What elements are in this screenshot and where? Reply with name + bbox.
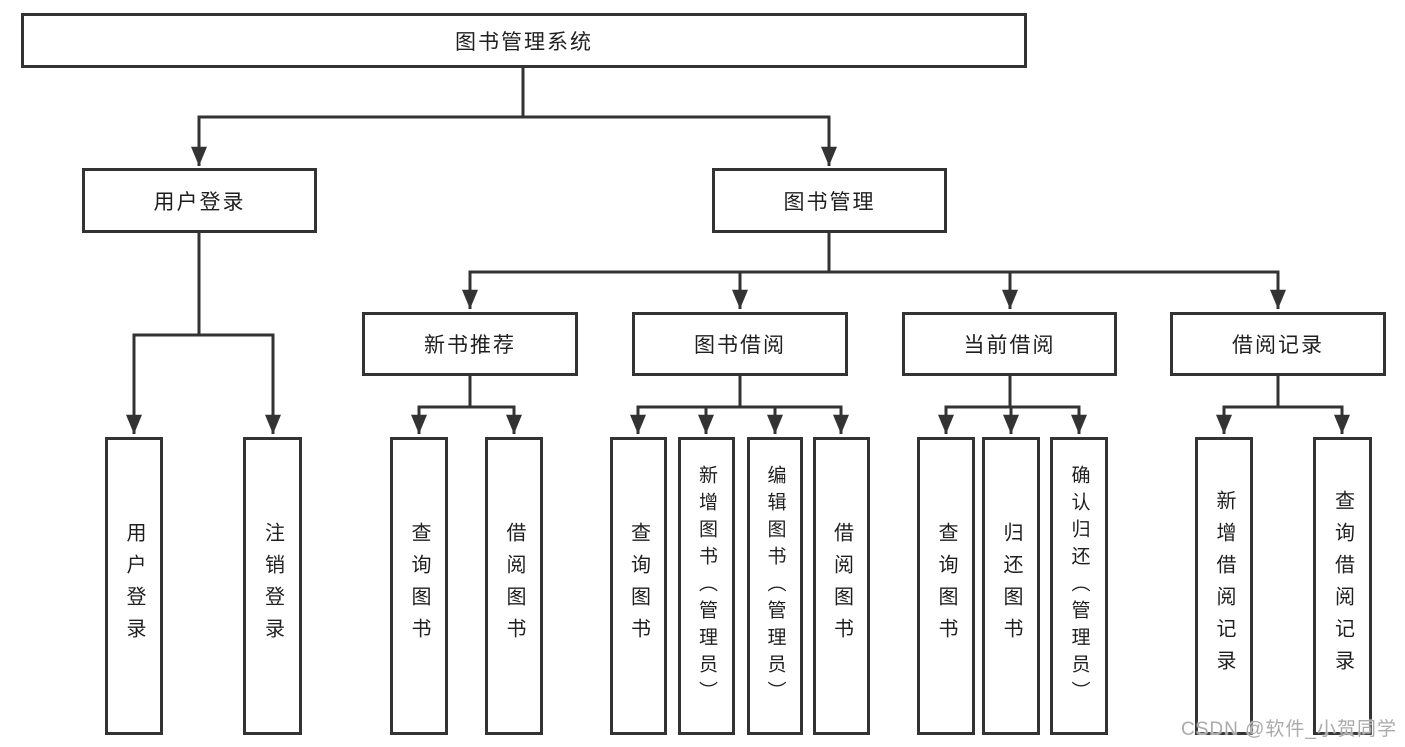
connector-bookmgmt-to-newbook bbox=[462, 270, 829, 309]
leaf-newbook-borrow-books: 借阅图书 bbox=[485, 437, 543, 735]
leaf-records-add-record: 新增借阅记录 bbox=[1195, 437, 1253, 735]
connector-current-arm1 bbox=[938, 405, 1010, 434]
leaf-borrow-add-books-admin-label: 新增图书（管理员） bbox=[696, 464, 717, 708]
leaf-current-query-books: 查询图书 bbox=[917, 437, 975, 735]
leaf-logout: 注销登录 bbox=[243, 437, 302, 735]
node-borrowing-records: 借阅记录 bbox=[1170, 312, 1386, 376]
connector-borrow-arm2 bbox=[698, 405, 740, 434]
leaf-user-login-label: 用户登录 bbox=[123, 522, 145, 650]
connector-newbook-arm1 bbox=[411, 405, 470, 434]
leaf-borrow-borrow-books-label: 借阅图书 bbox=[830, 522, 853, 650]
connector-root-to-user-login bbox=[191, 115, 523, 166]
node-book-borrowing-label: 图书借阅 bbox=[694, 334, 786, 357]
leaf-borrow-borrow-books: 借阅图书 bbox=[813, 437, 870, 735]
connector-borrow-arm4 bbox=[740, 405, 849, 434]
node-root-system-label: 图书管理系统 bbox=[455, 30, 593, 54]
leaf-borrow-query-books-label: 查询图书 bbox=[627, 522, 650, 650]
leaf-current-confirm-return-admin: 确认归还（管理员） bbox=[1050, 437, 1108, 735]
connector-records-arm2 bbox=[1278, 405, 1350, 434]
node-user-login-branch: 用户登录 bbox=[82, 168, 317, 233]
leaf-current-query-books-label: 查询图书 bbox=[935, 522, 957, 650]
leaf-borrow-query-books: 查询图书 bbox=[610, 437, 667, 735]
connector-userlogin-to-login bbox=[126, 333, 199, 434]
leaf-current-confirm-return-admin-label: 确认归还（管理员） bbox=[1068, 464, 1090, 708]
leaf-borrow-add-books-admin: 新增图书（管理员） bbox=[678, 437, 735, 735]
csdn-watermark: CSDN @软件_小贺同学 bbox=[1181, 719, 1397, 740]
node-book-management-label: 图书管理 bbox=[783, 190, 876, 214]
leaf-newbook-query-books-label: 查询图书 bbox=[408, 522, 430, 650]
leaf-current-return-books: 归还图书 bbox=[982, 437, 1040, 735]
connector-records-arm1 bbox=[1216, 405, 1278, 434]
leaf-current-return-books-label: 归还图书 bbox=[1000, 522, 1022, 650]
node-user-login-branch-label: 用户登录 bbox=[153, 190, 246, 214]
connector-userlogin-to-logout bbox=[199, 333, 281, 434]
node-borrowing-records-label: 借阅记录 bbox=[1232, 334, 1324, 357]
connector-root-to-book-management bbox=[523, 115, 837, 166]
node-book-borrowing: 图书借阅 bbox=[632, 312, 848, 376]
leaf-logout-label: 注销登录 bbox=[261, 522, 284, 650]
leaf-user-login: 用户登录 bbox=[105, 437, 163, 735]
node-current-borrowing: 当前借阅 bbox=[902, 312, 1117, 376]
node-new-book-recommend-label: 新书推荐 bbox=[424, 334, 516, 357]
node-current-borrowing-label: 当前借阅 bbox=[963, 334, 1056, 357]
connector-bookmgmt-to-records bbox=[829, 270, 1286, 309]
connector-bookmgmt-to-current bbox=[829, 270, 1018, 309]
connector-borrow-arm3 bbox=[740, 405, 783, 434]
node-book-management: 图书管理 bbox=[712, 168, 947, 233]
leaf-borrow-edit-books-admin: 编辑图书（管理员） bbox=[747, 437, 803, 735]
connector-current-arm3 bbox=[1010, 405, 1087, 434]
leaf-records-query-record: 查询借阅记录 bbox=[1313, 437, 1372, 735]
connector-newbook-arm2 bbox=[470, 405, 522, 434]
connector-current-arm2 bbox=[1003, 405, 1019, 434]
leaf-newbook-query-books: 查询图书 bbox=[390, 437, 448, 735]
node-new-book-recommend: 新书推荐 bbox=[362, 312, 578, 376]
leaf-records-query-record-label: 查询借阅记录 bbox=[1331, 490, 1354, 682]
node-root-system: 图书管理系统 bbox=[21, 13, 1027, 68]
leaf-newbook-borrow-books-label: 借阅图书 bbox=[503, 522, 525, 650]
leaf-records-add-record-label: 新增借阅记录 bbox=[1213, 490, 1235, 682]
leaf-borrow-edit-books-admin-label: 编辑图书（管理员） bbox=[764, 464, 786, 708]
connector-bookmgmt-to-borrow bbox=[732, 270, 829, 309]
connector-borrow-arm1 bbox=[630, 405, 740, 434]
